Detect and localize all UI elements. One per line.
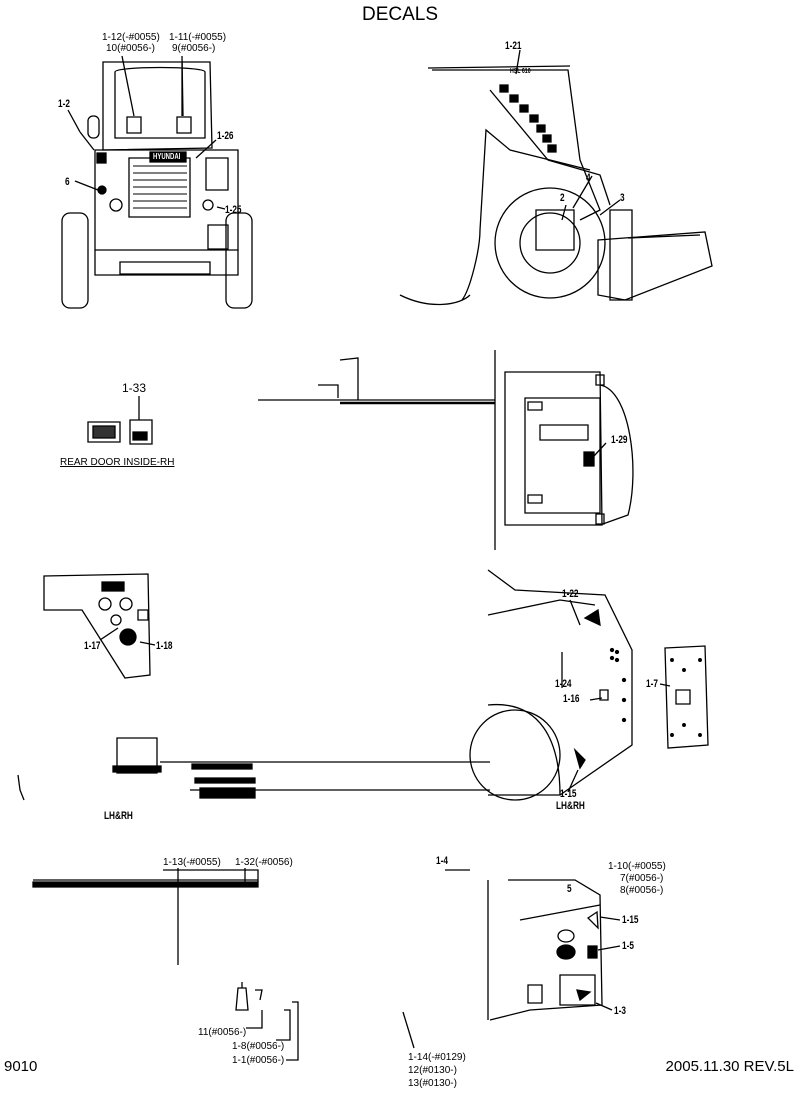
page-title: DECALS [361,4,439,25]
label-12: 12(#0130-) [408,1065,457,1076]
callout-1-2: 1-2 [58,98,70,110]
label-10: 10(#0056-) [106,43,155,54]
callout-1-26: 1-26 [217,130,234,142]
rear-view-drawing [88,350,633,550]
callout-6: 6 [65,176,70,188]
callout-1-4: 1-4 [436,855,448,867]
label-11: 11(#0056-) [198,1027,247,1038]
callout-1-22: 1-22 [562,588,579,600]
revision-date: 2005.11.30 REV.5L [665,1058,794,1075]
label-1-10: 1-10(-#0055) [608,861,666,872]
left-side-drawing [470,570,708,800]
note-lh-rh-right: LH&RH [556,800,585,812]
strip-drawing [18,738,490,800]
callout-4: 4 [586,172,591,184]
label-1-32: 1-32(-#0056) [235,857,293,868]
callout-1-29: 1-29 [611,434,628,446]
callout-1-17: 1-17 [84,640,101,652]
callout-1-18: 1-18 [156,640,173,652]
callout-1-3: 1-3 [614,1005,626,1017]
label-1-13: 1-13(-#0055) [163,857,221,868]
label-1-8: 1-8(#0056-) [232,1041,285,1052]
rear-door-caption: REAR DOOR INSIDE-RH [60,457,175,468]
callout-1-7: 1-7 [646,678,658,690]
front-view-drawing [62,56,252,308]
callout-1-16: 1-16 [563,693,580,705]
hyundai-logo: HYUNDAI [153,152,181,161]
label-1-12: 1-12(-#0055) [102,32,160,43]
label-9: 9(#0056-) [172,43,216,54]
page-number: 9010 [4,1058,38,1075]
label-13: 13(#0130-) [408,1078,457,1089]
label-1-1: 1-1(#0056-) [232,1055,285,1066]
callout-1-24: 1-24 [555,678,572,690]
callout-3: 3 [620,192,625,204]
callout-1-15: 1-15 [622,914,639,926]
label-1-14: 1-14(-#0129) [408,1052,466,1063]
label-7: 7(#0056-) [620,873,664,884]
model-decal-text: HSL 610 [510,68,531,75]
callout-5: 5 [567,883,572,895]
dash-panel-drawing [44,574,155,678]
callout-1-15-side: 1-15 [560,788,577,800]
callout-1-5: 1-5 [622,940,634,952]
callout-2: 2 [560,192,565,204]
note-lh-rh-left: LH&RH [104,810,133,822]
callout-1-25: 1-25 [225,204,242,216]
bottom-right-drawing [403,870,620,1048]
label-8: 8(#0056-) [620,885,664,896]
bottom-left-drawing [33,868,298,1060]
side-view-drawing [400,50,712,304]
callout-1-21: 1-21 [505,40,522,52]
label-1-11: 1-11(-#0055) [169,32,227,43]
callout-1-33: 1-33 [122,381,147,395]
